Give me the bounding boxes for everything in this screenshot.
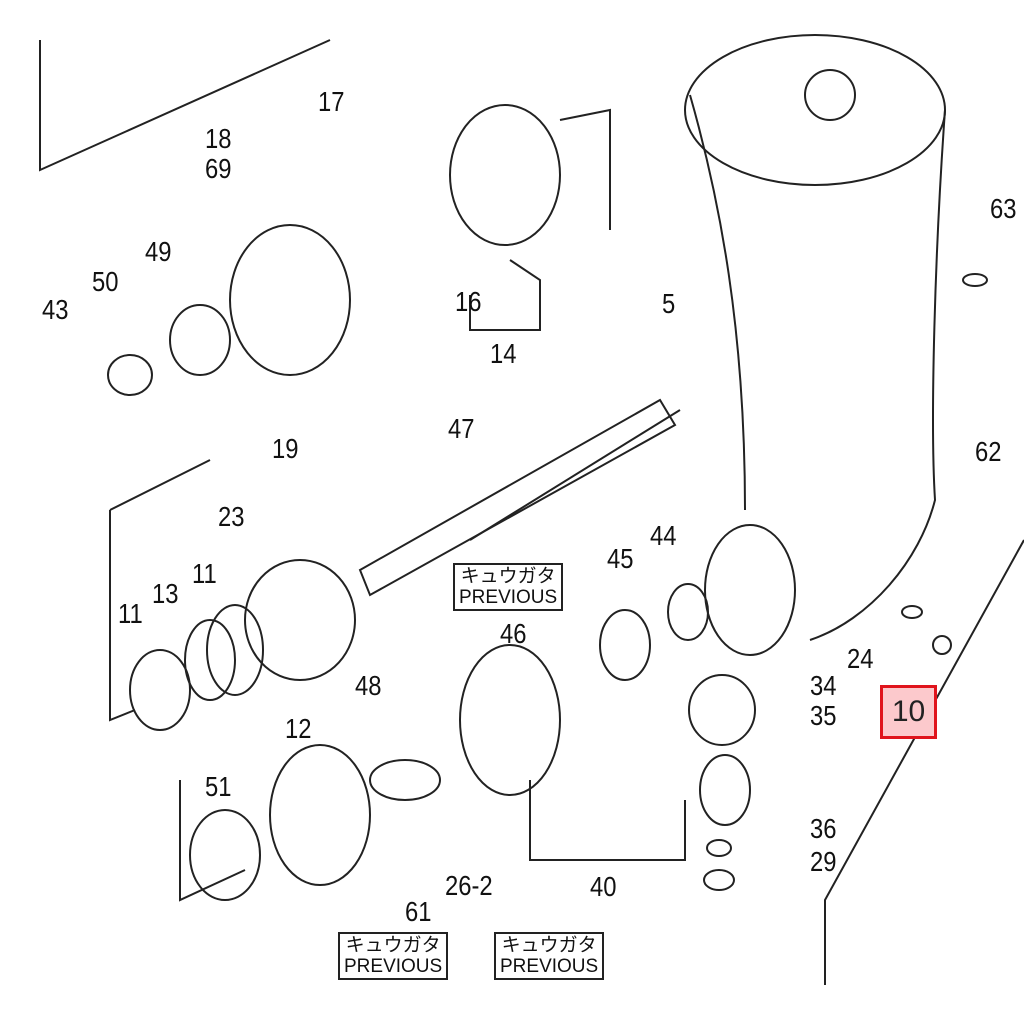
previous-jp-text: キュウガタ (345, 935, 441, 956)
part-label-11a: 11 (118, 598, 143, 629)
part-label-13: 13 (152, 578, 179, 609)
part-label-50: 50 (92, 266, 119, 297)
previous-jp-text: キュウガタ (460, 566, 556, 587)
previous-type-box: キュウガタ PREVIOUS (338, 932, 449, 980)
bracket-lines (39, 39, 1024, 985)
part-label-49: 49 (145, 236, 172, 267)
part-label-61: 61 (405, 896, 432, 927)
part-label-51: 51 (205, 771, 232, 802)
part-label-26-2: 26-2 (445, 870, 493, 901)
shaft-47 (358, 398, 677, 597)
gearcase-housing (684, 34, 946, 641)
part-label-35: 35 (810, 700, 837, 731)
previous-en-text: PREVIOUS (500, 956, 599, 977)
part-label-44: 44 (650, 520, 677, 551)
part-label-48: 48 (355, 670, 382, 701)
previous-type-box: キュウガタ PREVIOUS (494, 932, 605, 980)
part-label-63: 63 (990, 193, 1017, 224)
part-label-5: 5 (662, 288, 676, 319)
part-label-40: 40 (590, 871, 617, 902)
part-label-69: 69 (205, 153, 232, 184)
part-label-46: 46 (500, 618, 527, 649)
part-label-62: 62 (975, 436, 1002, 467)
part-label-17: 17 (318, 86, 345, 117)
part-label-45: 45 (607, 543, 634, 574)
part-label-16: 16 (455, 286, 482, 317)
part-label-12: 12 (285, 713, 312, 744)
part-label-43: 43 (42, 294, 69, 325)
previous-type-box: キュウガタ PREVIOUS (453, 563, 564, 611)
part-label-34: 34 (810, 670, 837, 701)
part-label-23: 23 (218, 501, 245, 532)
part-label-29: 29 (810, 846, 837, 877)
part-label-14: 14 (490, 338, 517, 369)
part-label-24: 24 (847, 643, 874, 674)
highlighted-part-label-10[interactable]: 10 (880, 685, 937, 739)
part-label-11b: 11 (192, 558, 217, 589)
part-label-18: 18 (205, 123, 232, 154)
part-label-47: 47 (448, 413, 475, 444)
previous-en-text: PREVIOUS (344, 956, 443, 977)
previous-en-text: PREVIOUS (459, 587, 558, 608)
part-label-36: 36 (810, 813, 837, 844)
previous-jp-text: キュウガタ (501, 935, 597, 956)
part-label-19: 19 (272, 433, 299, 464)
parts-rings (107, 104, 988, 901)
